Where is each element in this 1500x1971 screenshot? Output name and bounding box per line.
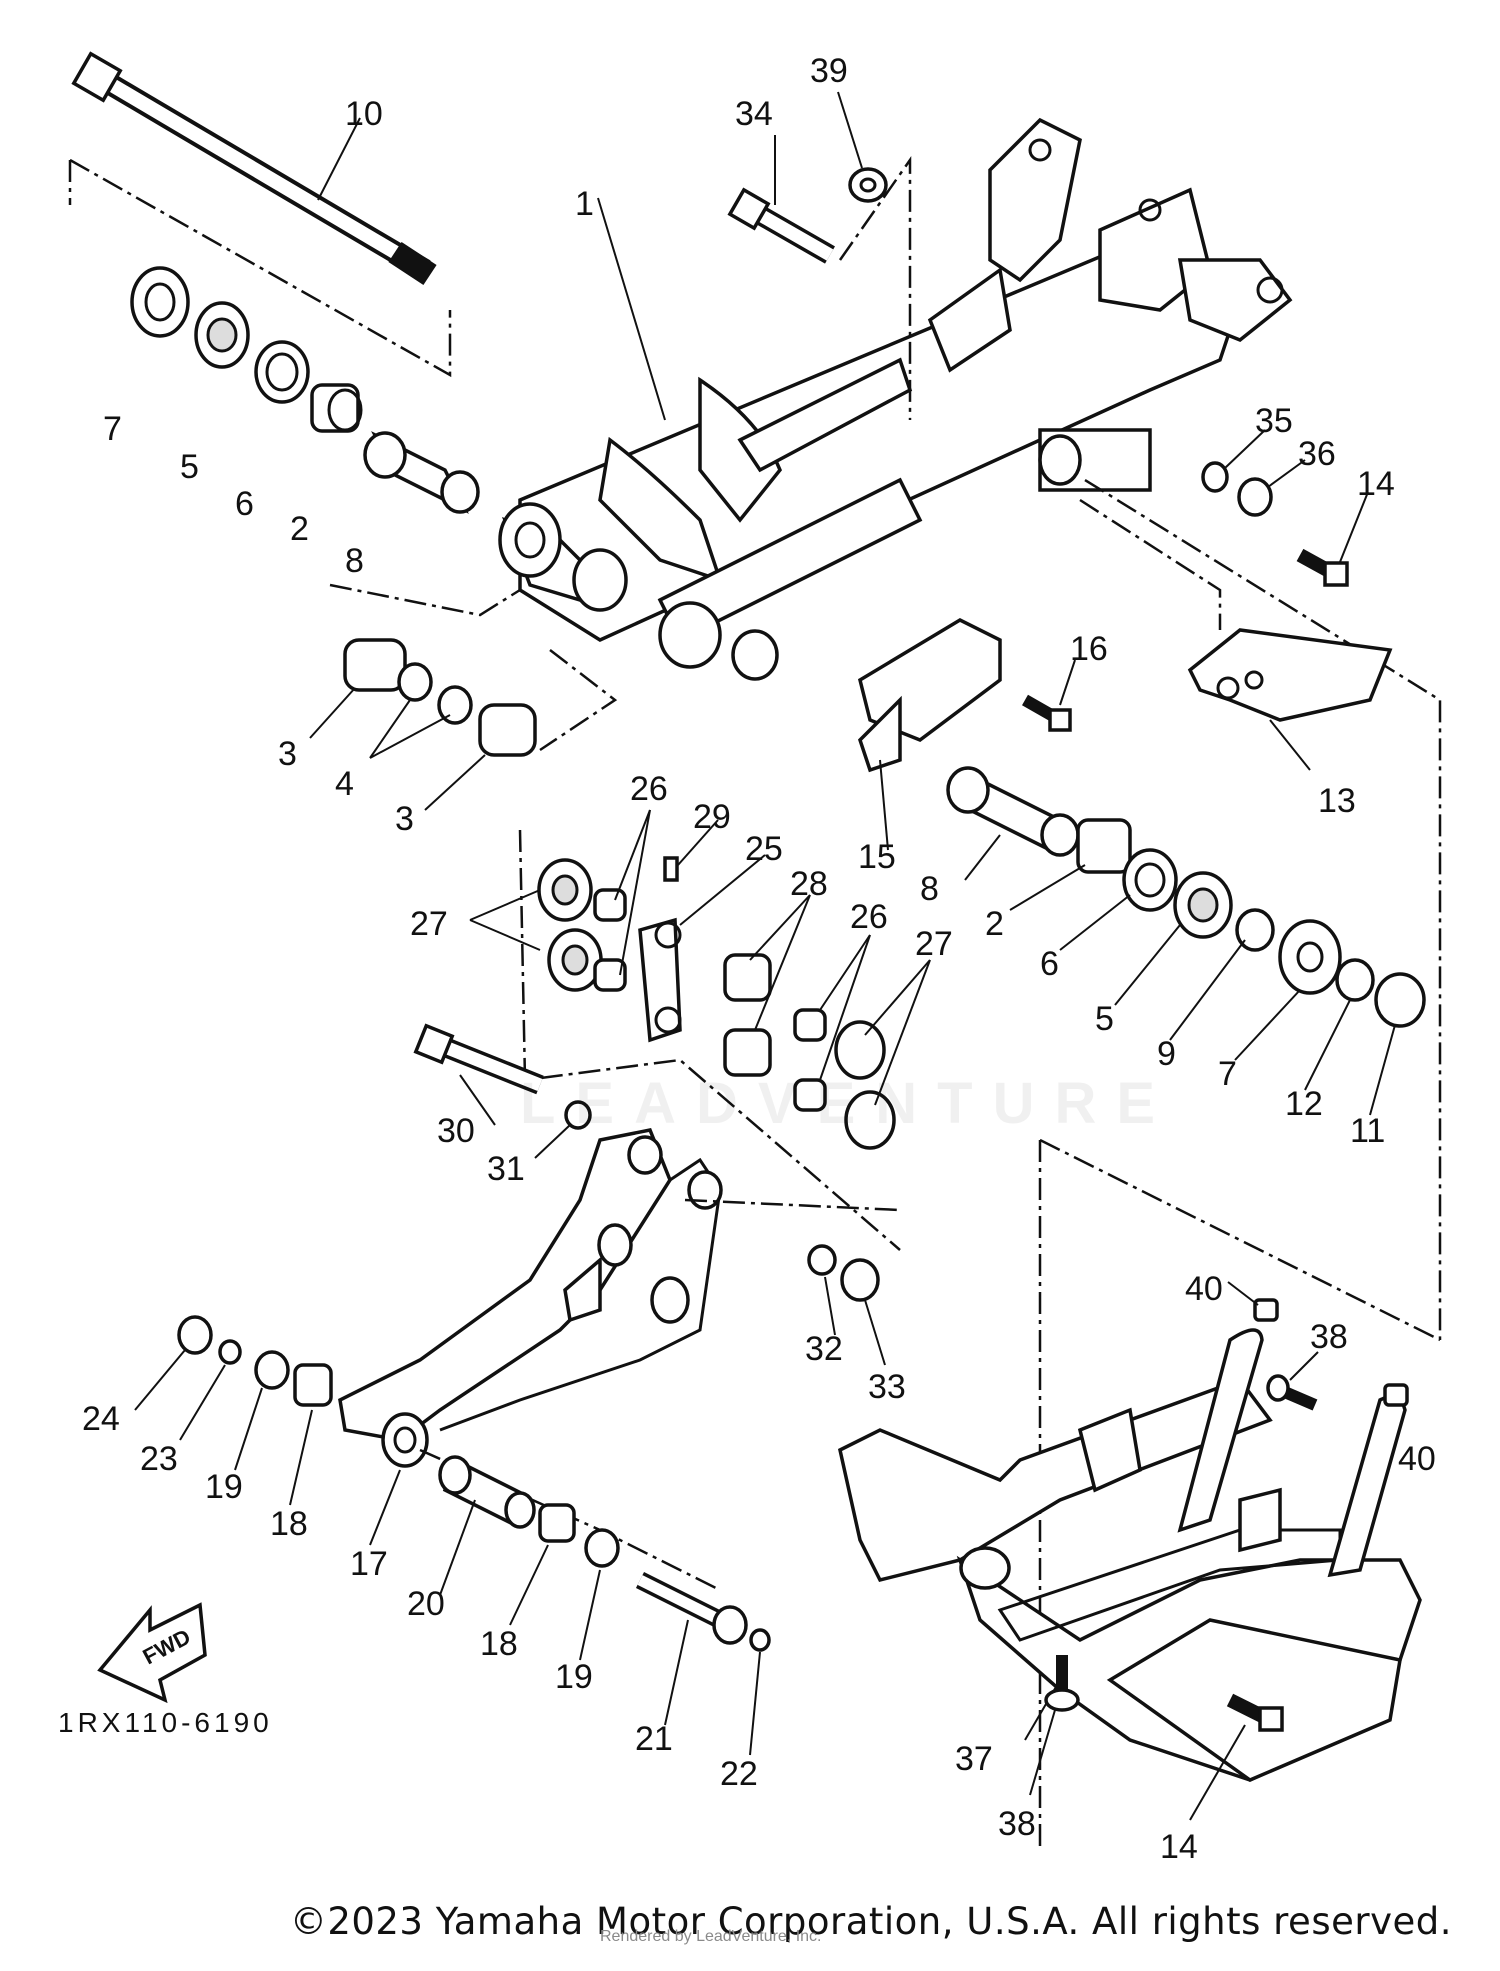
- callout-29: 29: [693, 798, 731, 836]
- callout-15: 15: [858, 838, 896, 876]
- callout-33: 33: [868, 1368, 906, 1406]
- leader-10: [317, 117, 361, 201]
- callout-3-top: 3: [278, 735, 297, 773]
- washer-32: [807, 1244, 837, 1276]
- callout-26-right: 26: [850, 898, 888, 936]
- callout-35: 35: [1255, 402, 1293, 440]
- callout-12: 12: [1285, 1085, 1323, 1123]
- washer-31: [564, 1100, 592, 1130]
- callout-11: 11: [1350, 1112, 1385, 1150]
- pin-22: [749, 1628, 771, 1652]
- callout-14-bottom: 14: [1160, 1828, 1198, 1866]
- leader-1: [597, 197, 666, 421]
- callout-6-left: 6: [235, 485, 254, 523]
- cap-39: [848, 167, 888, 203]
- callout-2-right: 2: [985, 905, 1004, 943]
- bolt-38-bottom: [1044, 1655, 1080, 1712]
- callout-14-top: 14: [1357, 465, 1395, 503]
- callout-27-left: 27: [410, 905, 448, 943]
- rear-grab-bar-37: [837, 1328, 1422, 1782]
- callout-20: 20: [407, 1585, 445, 1623]
- callout-6-right: 6: [1040, 945, 1059, 983]
- relay-arm-group: [537, 856, 896, 1150]
- washer-23: [218, 1339, 242, 1365]
- clip-40-b: [1383, 1383, 1409, 1407]
- right-bearing-stack: [946, 766, 1426, 1028]
- bolt-14-bottom: [1226, 1693, 1284, 1732]
- callout-10: 10: [345, 95, 383, 133]
- copyright-notice: ©2023 Yamaha Motor Corporation, U.S.A. A…: [289, 1900, 1452, 1943]
- watermark-logo: LEADVENTURE: [520, 1071, 1176, 1136]
- relay-arm-17: [338, 1127, 723, 1468]
- callout-1: 1: [575, 185, 594, 223]
- collar-18-left: [293, 1363, 333, 1407]
- callout-labels: 10 1 34 39 7 5 6 2 8 35 36 14 16 13 3 4 …: [82, 52, 1436, 1866]
- callout-38-top: 38: [1310, 1318, 1348, 1356]
- callout-36: 36: [1298, 435, 1336, 473]
- callout-22: 22: [720, 1755, 758, 1793]
- washer-19-left: [254, 1350, 290, 1390]
- fwd-arrow-icon: [97, 1602, 207, 1704]
- callout-23: 23: [140, 1440, 178, 1478]
- callout-31: 31: [487, 1150, 525, 1188]
- callout-18-right: 18: [480, 1625, 518, 1663]
- collar-18: [538, 1503, 576, 1543]
- callout-38-bottom: 38: [998, 1805, 1036, 1843]
- callout-7-right: 7: [1218, 1055, 1237, 1093]
- callout-2-left: 2: [290, 510, 309, 548]
- bolt-34: [727, 187, 835, 264]
- left-bearing-stack: [130, 266, 363, 433]
- callout-37: 37: [955, 1740, 993, 1778]
- bolt-16: [1022, 694, 1072, 732]
- bolt-21: [635, 1571, 748, 1645]
- callout-4: 4: [335, 765, 354, 803]
- callout-40-a: 40: [1185, 1270, 1223, 1308]
- washer-35: [1201, 461, 1229, 493]
- collar-left: [363, 431, 480, 514]
- callout-19-right: 19: [555, 1658, 593, 1696]
- bolt-30: [413, 1023, 544, 1095]
- diagram-code: 1RX110-6190: [58, 1707, 273, 1738]
- callout-21: 21: [635, 1720, 673, 1758]
- nut-33: [840, 1258, 880, 1302]
- chain-guard-13: [1187, 628, 1393, 722]
- callout-18-left: 18: [270, 1505, 308, 1543]
- callout-5-right: 5: [1095, 1000, 1114, 1038]
- callout-17: 17: [350, 1545, 388, 1583]
- callout-25: 25: [745, 830, 783, 868]
- callout-5-left: 5: [180, 448, 199, 486]
- callout-19-left: 19: [205, 1468, 243, 1506]
- callout-24: 24: [82, 1400, 120, 1438]
- callout-7-left: 7: [103, 410, 122, 448]
- callout-8-right: 8: [920, 870, 939, 908]
- callout-3-bottom: 3: [395, 800, 414, 838]
- washer-19: [584, 1528, 620, 1568]
- callout-40-b: 40: [1398, 1440, 1436, 1478]
- swing-arm: [498, 117, 1293, 681]
- nut-24: [177, 1315, 213, 1355]
- callout-30: 30: [437, 1112, 475, 1150]
- callout-8-left: 8: [345, 542, 364, 580]
- clip-40-a: [1253, 1298, 1279, 1322]
- callout-39: 39: [810, 52, 848, 90]
- collar-20: [438, 1455, 536, 1529]
- plate-15: [857, 618, 1002, 773]
- callout-27-right: 27: [915, 925, 953, 963]
- pivot-shaft: [71, 51, 437, 286]
- callout-13: 13: [1318, 782, 1356, 820]
- callout-34: 34: [735, 95, 773, 133]
- bolt-38-top: [1266, 1374, 1318, 1411]
- render-watermark: Rendered by LeadVenture, Inc.: [600, 1928, 822, 1945]
- callout-26-left: 26: [630, 770, 668, 808]
- bushings-3-4: [343, 638, 537, 757]
- callout-9: 9: [1157, 1035, 1176, 1073]
- nut-36: [1237, 477, 1273, 517]
- frame-left: [69, 158, 452, 378]
- callout-16: 16: [1070, 630, 1108, 668]
- bolt-14-top: [1296, 548, 1349, 587]
- callout-32: 32: [805, 1330, 843, 1368]
- callout-28: 28: [790, 865, 828, 903]
